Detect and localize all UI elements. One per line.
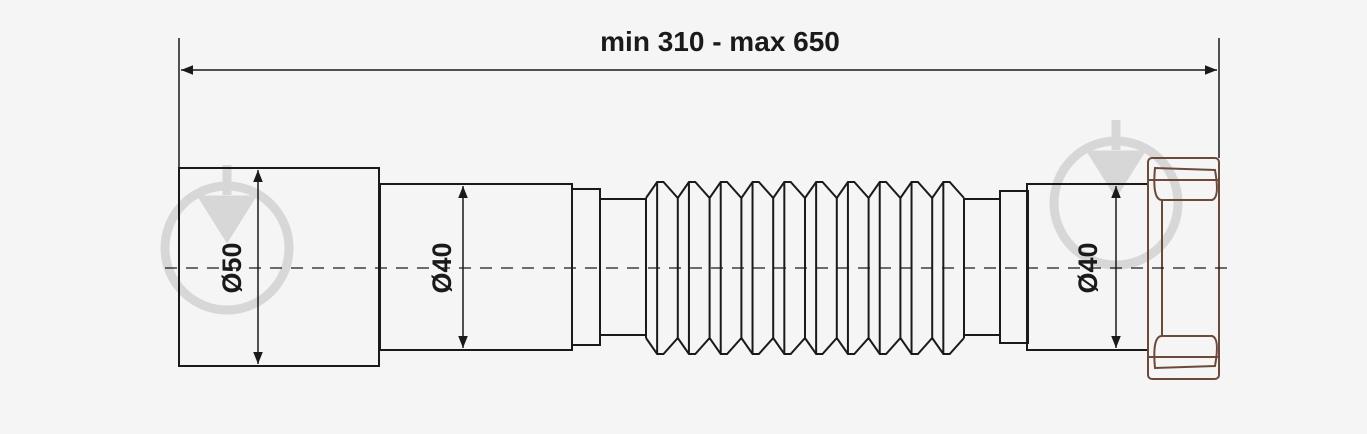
middle-pipe-diameter-label: Ø40	[427, 242, 457, 293]
corrugation-top-edge	[645, 181, 965, 200]
middle-pipe	[379, 183, 573, 351]
overall-length-label: min 310 - max 650	[600, 26, 840, 57]
right-collar	[999, 190, 1029, 344]
right-pipe-diameter-label: Ø40	[1073, 242, 1103, 293]
right-neck	[963, 198, 1001, 336]
watermark-logo-left-icon	[160, 165, 294, 315]
overall-dimension	[178, 38, 1220, 168]
left-collar	[571, 188, 601, 346]
corrugation-bottom-edge	[645, 336, 965, 355]
left-socket-diameter-label: Ø50	[217, 242, 247, 293]
left-neck	[599, 198, 647, 336]
